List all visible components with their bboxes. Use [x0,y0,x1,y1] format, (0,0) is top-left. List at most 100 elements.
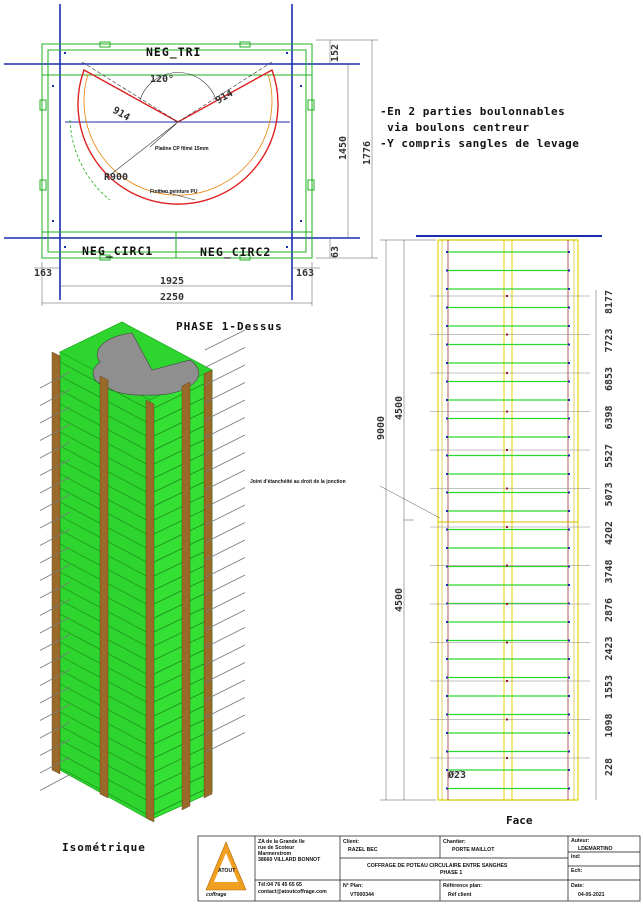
iso-slat-right [149,589,213,621]
iso-rod-left [39,739,71,756]
iso-rod-right [204,364,246,386]
dim-4500-bottom: 4500 [394,588,405,612]
iso-slat-right [149,575,213,607]
iso-rod-right [204,452,246,473]
iso-rod-left [39,459,71,476]
iso-slat-right [149,533,213,565]
iso-rod-left [39,389,71,406]
face-bolt [568,325,570,327]
angle-label: 120° [150,74,174,85]
face-bolt [446,769,448,771]
iso-slat-right [149,421,213,453]
face-bolt [446,343,448,346]
face-bolt [568,269,570,272]
face-bolt [446,288,448,290]
face-tie-marker [506,487,508,490]
note-line-1: -En 2 parties boulonnables [380,105,565,118]
iso-rod-left [39,704,71,721]
logo-text-top: ATOUT [218,868,236,874]
face-elevation-label: 1553 [604,675,615,699]
face-bolt [446,436,448,438]
face-tie-marker [506,718,508,721]
face-bars [430,251,590,790]
iso-slat-right [149,645,213,677]
iso-rod-left [39,686,71,704]
face-caption: Face [506,814,533,827]
face-tie-marker [506,680,508,682]
iso-rod-right [204,487,246,508]
face-bolt [446,491,448,494]
isometric-view: Isométrique [39,321,246,854]
iso-rod-left [39,494,71,511]
joint-note: Joint d'étanchéité au droit de la joncti… [250,479,346,485]
dim-163-left: 163 [34,268,52,279]
iso-rod-right [204,697,246,718]
chantier-value: PORTE MAILLOT [452,847,495,853]
iso-slat-right [149,519,213,551]
address-line-4: 38660 VILLARD BONNOT [258,857,321,863]
face-bolt [446,325,448,327]
face-bolt [446,621,448,623]
iso-rod-right [204,539,246,561]
face-bolt [446,269,448,272]
plan-value: VT000344 [350,892,374,898]
top-view-caption: PHASE 1-Dessus [176,320,283,333]
iso-rod-left [39,511,71,529]
face-elevation-label: 6853 [604,367,615,391]
face-bolt [568,288,570,290]
address-line-3: Marmerstrom [258,851,292,857]
dim-1925: 1925 [160,276,184,287]
top-markers [52,52,302,248]
iso-slat-right [149,687,213,719]
iso-rod-left [39,721,71,739]
drawing-subtitle: PHASE 1 [440,870,462,876]
face-tie-marker [506,526,508,528]
contact-phone: Tél:04 76 45 65 65 [258,882,302,888]
iso-rod-right [204,714,246,736]
iso-slat-right [149,757,213,789]
face-elevation-label: 4202 [604,521,615,545]
face-bolt [446,399,448,401]
face-tie-marker [506,603,508,605]
ref-value: Réf client [448,892,472,898]
address-line-1: ZA de la Grande Ile [258,839,305,845]
face-bolt [568,769,570,771]
leader-note-1: Platine CP filmé 15mm [155,146,209,152]
face-bolt [446,362,448,364]
face-bolt [568,658,570,660]
face-tie-marker [506,641,508,644]
face-tie-marker [506,410,508,413]
radius-label: R900 [104,172,128,183]
iso-slat-right [149,393,213,425]
face-bolt [568,676,570,679]
iso-rod-right [204,434,246,456]
face-elevation-label: 1098 [604,713,615,737]
atout-logo: ATOUT coffrage [205,841,247,898]
face-elevation-label: 5527 [604,444,615,468]
face-elevation-label: 228 [604,758,615,776]
top-beams [4,4,360,300]
face-bolt [568,713,570,716]
ech-label: Ech: [571,868,583,874]
face-bolt [568,787,570,790]
face-dimension-lines [379,239,597,801]
client-label: Client: [343,839,359,845]
dim-1776: 1776 [362,141,373,165]
face-bolt [568,732,570,734]
face-bolt [568,417,570,420]
iso-rod-left [39,406,71,424]
face-bolt [568,528,570,531]
face-bolt [446,565,448,568]
iso-rod-left [39,564,71,581]
plan-label: N° Plan: [343,883,363,889]
face-bolt [568,380,570,383]
face-bolt [568,750,570,753]
dim-163-right: 163 [296,268,314,279]
face-bolt [446,528,448,531]
face-frame [437,239,579,801]
dim-9000: 9000 [376,416,387,440]
iso-rod-left [39,634,71,651]
iso-rod-left [39,424,71,441]
iso-slat-right [149,379,213,411]
